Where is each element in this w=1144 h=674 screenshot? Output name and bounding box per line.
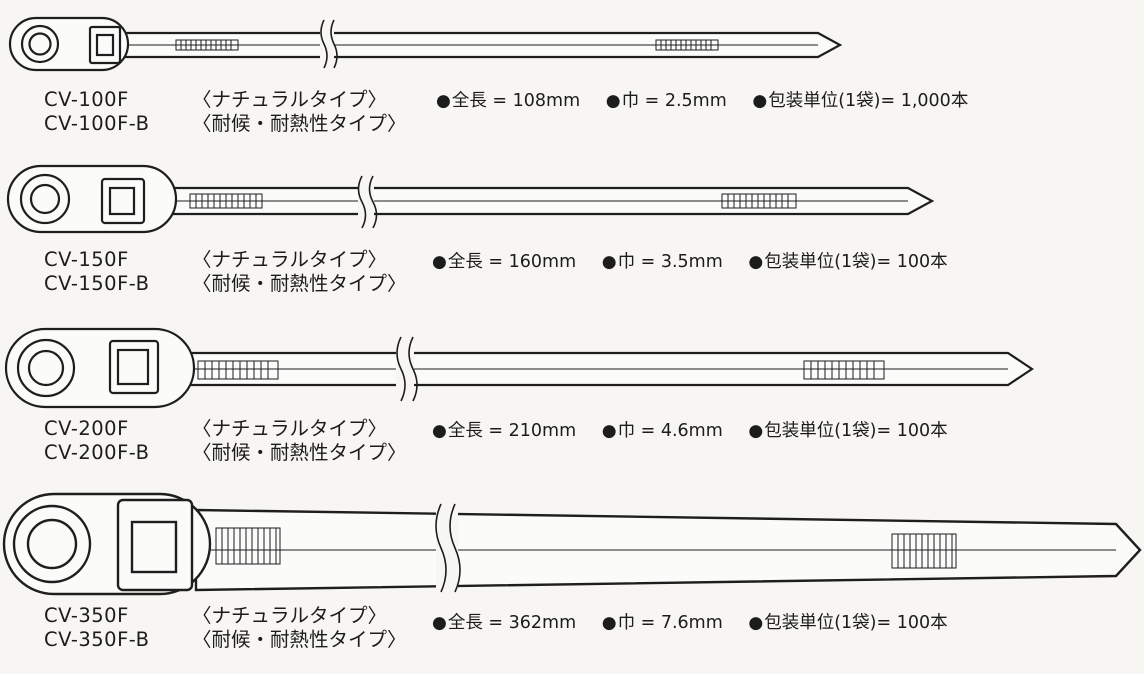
spec-list: ●全長 = 210mm ●巾 = 4.6mm ●包装単位(1袋)= 100本 [432,419,948,443]
spec-total-length: ●全長 = 160mm [432,250,576,274]
model-type: 〈ナチュラルタイプ〉 [192,417,388,440]
product-row-cv-150f: CV-150F 〈ナチュラルタイプ〉 CV-150F-B 〈耐候・耐熱性タイプ〉 ●… [0,150,1144,300]
model-number: CV-100F [44,88,129,111]
spec-text: 包装単位(1袋)= 1,000本 [768,91,969,111]
cable-tie-drawing [6,164,935,234]
model-number-b: CV-350F-B [44,628,150,651]
cable-tie-drawing [8,16,843,72]
model-labels: CV-350F 〈ナチュラルタイプ〉 CV-350F-B 〈耐候・耐熱性タイプ〉 [44,604,407,652]
model-number: CV-200F [44,417,129,440]
model-type: 〈ナチュラルタイプ〉 [192,248,388,271]
spec-width: ●巾 = 3.5mm [602,250,723,274]
spec-text: 包装単位(1袋)= 100本 [764,421,948,441]
spec-width: ●巾 = 4.6mm [602,419,723,443]
bullet-icon: ● [748,421,764,441]
model-number-b: CV-200F-B [44,441,150,464]
model-type-b: 〈耐候・耐熱性タイプ〉 [192,628,407,651]
model-number: CV-350F [44,604,129,627]
bullet-icon: ● [748,252,764,272]
spec-width: ●巾 = 7.6mm [602,611,723,635]
spec-total-length: ●全長 = 362mm [432,611,576,635]
cable-tie-drawing [4,327,1034,409]
bullet-icon: ● [601,421,617,441]
spec-package-unit: ●包装単位(1袋)= 1,000本 [752,89,968,113]
bullet-icon: ● [748,613,764,633]
spec-list: ●全長 = 108mm ●巾 = 2.5mm ●包装単位(1袋)= 1,000本 [436,89,968,113]
spec-text: 全長 = 210mm [447,421,577,441]
model-type: 〈ナチュラルタイプ〉 [192,604,388,627]
bullet-icon: ● [432,252,447,272]
bullet-icon: ● [436,91,451,111]
model-number: CV-150F [44,248,129,271]
model-type: 〈ナチュラルタイプ〉 [192,88,388,111]
spec-package-unit: ●包装単位(1袋)= 100本 [748,250,947,274]
spec-total-length: ●全長 = 108mm [436,89,580,113]
spec-list: ●全長 = 362mm ●巾 = 7.6mm ●包装単位(1袋)= 100本 [432,611,948,635]
model-type-b: 〈耐候・耐熱性タイプ〉 [192,272,407,295]
spec-text: 巾 = 2.5mm [621,91,727,111]
spec-text: 巾 = 4.6mm [617,421,723,441]
bullet-icon: ● [605,91,621,111]
spec-list: ●全長 = 160mm ●巾 = 3.5mm ●包装単位(1袋)= 100本 [432,250,948,274]
model-number-b: CV-150F-B [44,272,150,295]
bullet-icon: ● [601,613,617,633]
spec-text: 全長 = 362mm [447,613,577,633]
spec-total-length: ●全長 = 210mm [432,419,576,443]
product-row-cv-200f: CV-200F 〈ナチュラルタイプ〉 CV-200F-B 〈耐候・耐熱性タイプ〉 ●… [0,315,1144,475]
product-row-cv-350f: CV-350F 〈ナチュラルタイプ〉 CV-350F-B 〈耐候・耐熱性タイプ〉 ●… [0,478,1144,674]
bullet-icon: ● [601,252,617,272]
spec-text: 包装単位(1袋)= 100本 [764,252,948,272]
model-labels: CV-150F 〈ナチュラルタイプ〉 CV-150F-B 〈耐候・耐熱性タイプ〉 [44,248,407,296]
model-labels: CV-200F 〈ナチュラルタイプ〉 CV-200F-B 〈耐候・耐熱性タイプ〉 [44,417,407,465]
spec-text: 全長 = 108mm [451,91,581,111]
bullet-icon: ● [432,613,447,633]
cable-tie-drawing [2,492,1142,596]
spec-width: ●巾 = 2.5mm [606,89,727,113]
model-number-b: CV-100F-B [44,112,150,135]
spec-package-unit: ●包装単位(1袋)= 100本 [748,419,947,443]
product-row-cv-100f: CV-100F 〈ナチュラルタイプ〉 CV-100F-B 〈耐候・耐熱性タイプ〉 ●… [0,0,1144,140]
spec-text: 巾 = 3.5mm [617,252,723,272]
bullet-icon: ● [752,91,768,111]
spec-text: 全長 = 160mm [447,252,577,272]
bullet-icon: ● [432,421,447,441]
spec-text: 包装単位(1袋)= 100本 [764,613,948,633]
model-labels: CV-100F 〈ナチュラルタイプ〉 CV-100F-B 〈耐候・耐熱性タイプ〉 [44,88,407,136]
spec-package-unit: ●包装単位(1袋)= 100本 [748,611,947,635]
spec-text: 巾 = 7.6mm [617,613,723,633]
model-type-b: 〈耐候・耐熱性タイプ〉 [192,441,407,464]
model-type-b: 〈耐候・耐熱性タイプ〉 [192,112,407,135]
